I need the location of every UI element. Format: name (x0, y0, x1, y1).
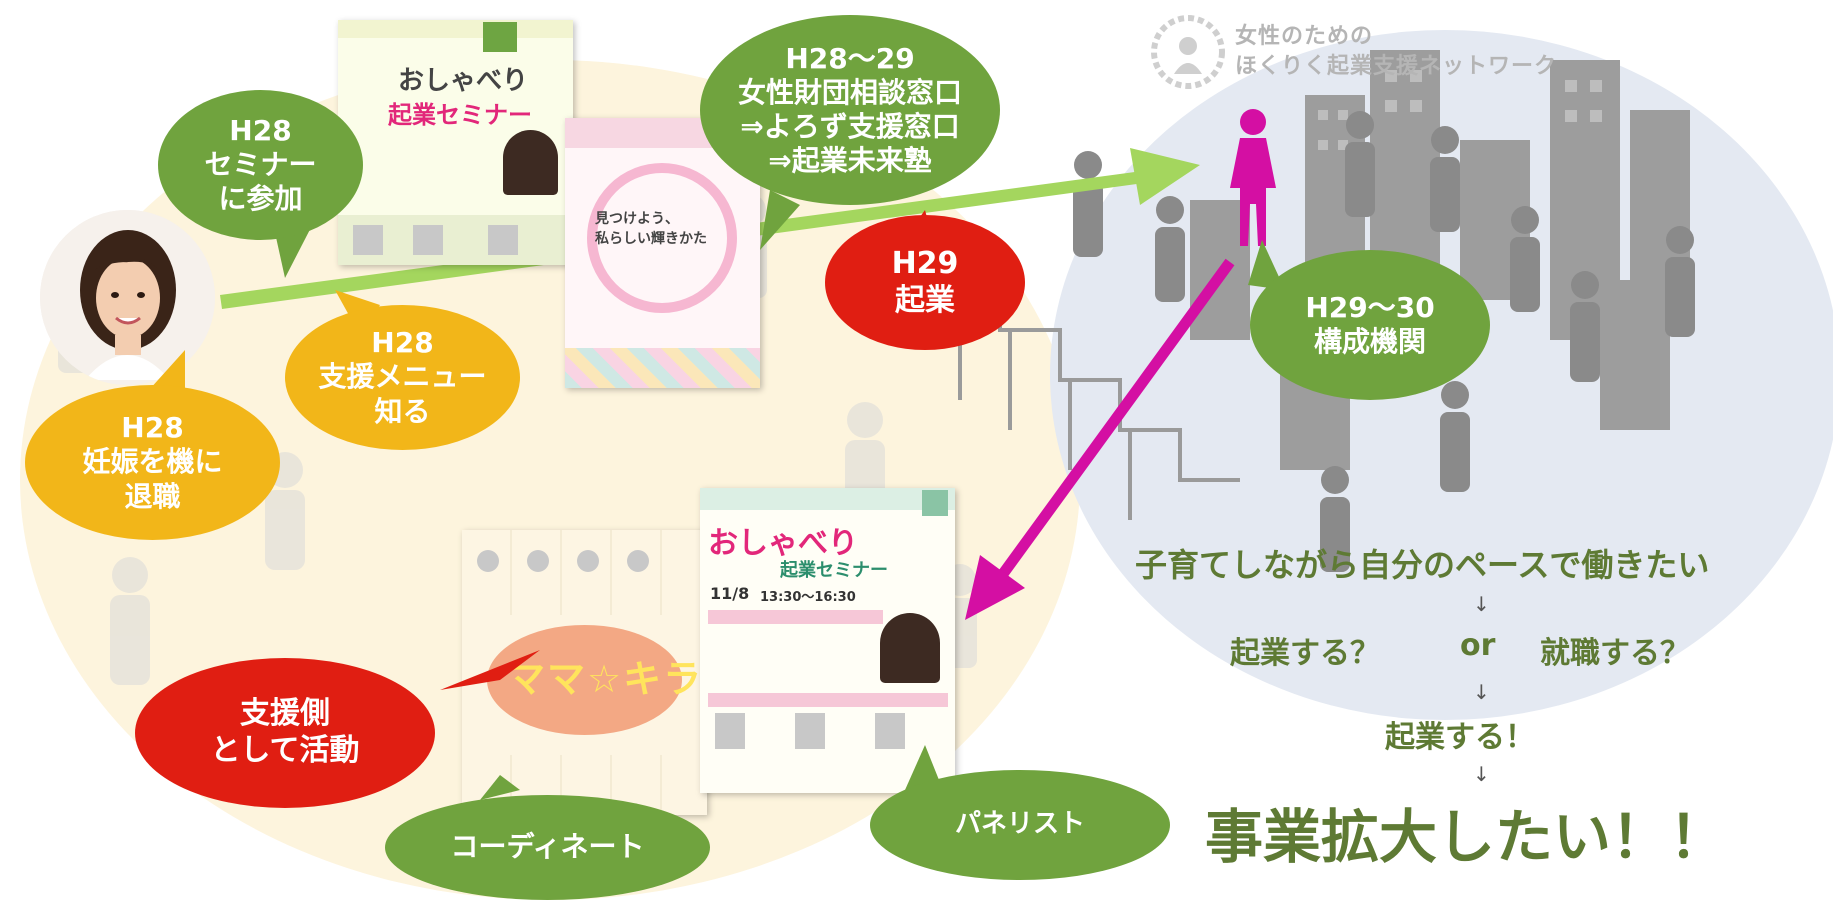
flow-arrow-3: ↓ (1473, 762, 1490, 786)
bubble-member-line-2: 構成機関 (1313, 325, 1426, 358)
bubble-support-line-1: 支援側 (240, 696, 330, 732)
bubble-h28-menu-line-2: 支援メニュー (318, 360, 487, 394)
bubble-window-line-2: 女性財団相談窓口 (737, 75, 962, 109)
bubble-window-line-4: ⇒起業未来塾 (768, 144, 932, 178)
flow-or: or (1460, 628, 1496, 663)
bubble-h28-retire: H28 妊娠を機に 退職 (25, 385, 280, 540)
network-logo-text: 女性のための ほくりく起業支援ネットワーク (1235, 22, 1557, 82)
bubble-support-line-2: として活動 (210, 733, 360, 768)
bubble-window-line-3: ⇒よろず支援窓口 (740, 110, 960, 143)
bubble-h29-line-2: 起業 (895, 282, 955, 318)
bottom-flyer-date: 11/8 (710, 584, 750, 603)
pink-flyer-title-1: 見つけよう、 (595, 211, 679, 227)
bubble-coordinate: コーディネート (385, 795, 710, 900)
flow-goal-expand: 事業拡大したい！！ (1205, 803, 1728, 871)
bubble-h29-line-1: H29 (891, 245, 959, 281)
bubble-member-line-1: H29～30 (1305, 290, 1435, 324)
bubble-h28-29-window: H28～29 女性財団相談窓口 ⇒よろず支援窓口 ⇒起業未来塾 (700, 15, 1000, 205)
flow-option-startup: 起業する？ (1230, 636, 1380, 671)
bubble-panelist: パネリスト (870, 770, 1170, 880)
flow-arrow-1: ↓ (1473, 592, 1490, 616)
bubble-h28-seminar: H28 セミナー に参加 (158, 90, 363, 240)
bubble-h28-retire-line-3: 退職 (124, 479, 181, 513)
bubble-coordinate-line: コーディネート (450, 830, 645, 864)
bottom-flyer-time: 13:30～16:30 (760, 590, 856, 605)
mama-kira-title: ママ☆キラ (507, 657, 704, 701)
bottom-flyer-subtitle: 起業セミナー (780, 560, 888, 581)
bottom-flyer-title: おしゃべり (708, 526, 858, 561)
top-flyer-subtitle: 起業セミナー (388, 101, 532, 129)
top-flyer-title: おしゃべり (398, 66, 529, 96)
flow-arrow-2: ↓ (1473, 680, 1490, 704)
bubble-h28-retire-line-1: H28 (121, 411, 184, 445)
bubble-h28-menu-line-3: 知る (374, 394, 431, 428)
flow-decision-startup: 起業する！ (1385, 720, 1535, 755)
seminar-flyer-bottom: おしゃべり 起業セミナー 11/8 13:30～16:30 (700, 488, 955, 793)
bubble-window-line-1: H28～29 (785, 41, 915, 75)
bubble-h28-menu: H28 支援メニュー 知る (285, 305, 520, 450)
woman-figure-icon (1230, 109, 1276, 246)
pink-flyer-title-2: 私らしい輝きかた (595, 231, 707, 247)
seminar-flyer-top: おしゃべり 起業セミナー (338, 20, 573, 265)
bubble-panelist-line: パネリスト (954, 809, 1085, 840)
bubble-h29-30-member: H29～30 構成機関 (1250, 250, 1490, 400)
bubble-h28-seminar-line-2: セミナー (204, 147, 317, 181)
flow-option-employment: 就職する？ (1540, 636, 1690, 671)
network-logo-icon (1151, 15, 1225, 89)
bubble-h29-startup: H29 起業 (825, 215, 1025, 350)
logo-line-1: 女性のための (1235, 24, 1374, 49)
bubble-h28-seminar-line-3: に参加 (218, 182, 303, 216)
bubble-support-side: 支援側 として活動 (135, 658, 435, 808)
pink-flyer: 見つけよう、 私らしい輝きかた (565, 118, 760, 388)
logo-line-2: ほくりく起業支援ネットワーク (1235, 54, 1558, 79)
bubble-h28-seminar-line-1: H28 (229, 113, 292, 147)
woman-photo (40, 210, 215, 385)
flow-line-desire: 子育てしながら自分のペースで働きたい (1135, 546, 1710, 584)
bubble-h28-menu-line-1: H28 (371, 326, 434, 360)
bubble-h28-retire-line-2: 妊娠を機に (82, 445, 223, 479)
